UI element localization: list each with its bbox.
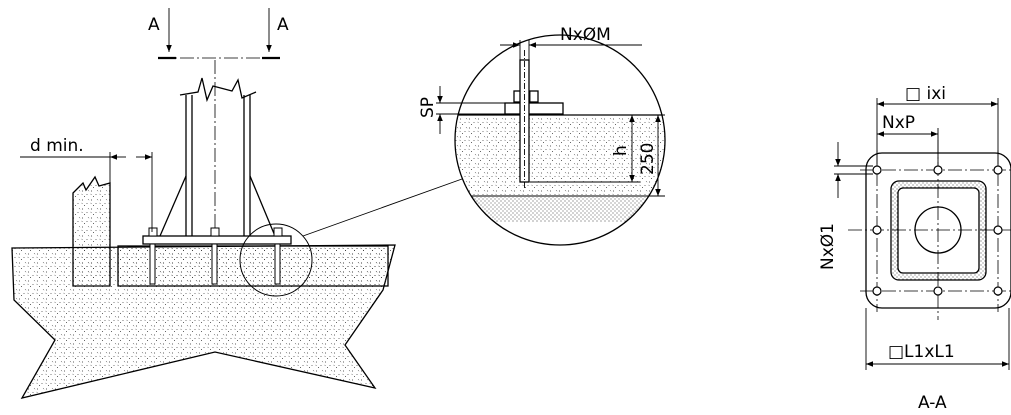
elevation-view: A A d min. [11,8,463,399]
detail-circle [454,34,666,246]
bolt-holes [872,165,1003,296]
section-mark-right: A [277,15,289,35]
sp-label: SP [418,97,438,118]
anchor-detail-view: NxØM SP h 250 [418,25,666,246]
section-title: A-A [918,393,947,413]
plate-size-label: □ ixi [905,84,946,104]
h-label: h [611,145,631,156]
pitch-label: NxP [882,113,915,133]
base-plate [142,235,292,245]
hole-diameter-label: NxØ1 [818,223,838,270]
section-mark-left: A [148,15,160,35]
anchor-count-diameter-label: NxØM [560,25,611,45]
plate-outline [865,152,1011,309]
existing-wall [72,175,111,287]
anchor-bolts [148,227,283,285]
section-a-a-view: □ ixi NxP NxØ1 □L1xL1 A-A [818,84,1011,413]
depth-label: 250 [638,143,658,175]
detail-leader-line [302,178,463,237]
detail-callout-circle [239,223,313,297]
steel-column [159,60,276,262]
base-size-label: □L1xL1 [888,342,955,362]
foundation-block [117,245,389,287]
d-min-label: d min. [30,136,84,156]
